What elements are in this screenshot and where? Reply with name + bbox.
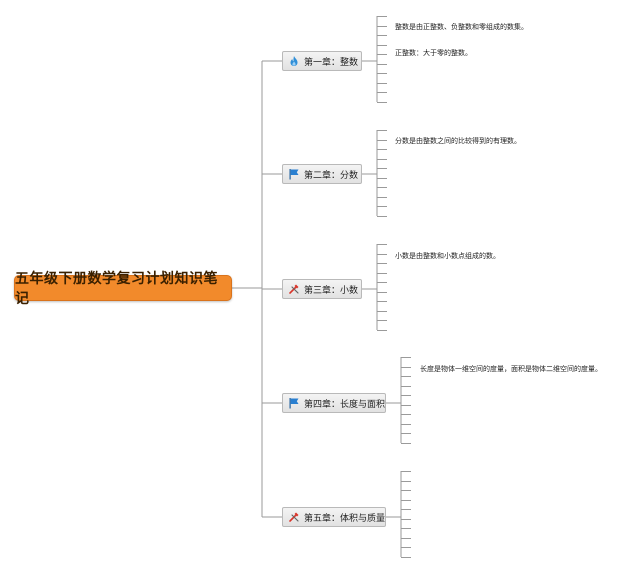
chapter-label: 第五章：体积与质量 [304, 513, 386, 524]
flag-icon [288, 397, 300, 409]
chapter-node-1[interactable]: 第一章：整数 [282, 51, 362, 71]
root-topic-label: 五年级下册数学复习计划知识笔记 [15, 271, 218, 307]
tools-icon [288, 283, 300, 295]
chapter-label: 第二章：分数 [304, 170, 359, 181]
note-text: 小数是由整数和小数点组成的数。 [395, 252, 500, 260]
note-text: 正整数：大于零的整数。 [395, 49, 472, 57]
note-text: 长度是物体一维空间的度量，面积是物体二维空间的度量。 [420, 365, 602, 373]
chapter-node-3[interactable]: 第三章：小数 [282, 279, 362, 299]
note-text: 分数是由整数之间的比较得到的有理数。 [395, 137, 521, 145]
note-text: 整数是由正整数、负整数和零组成的数集。 [395, 23, 528, 31]
chapter-node-5[interactable]: 第五章：体积与质量 [282, 507, 386, 527]
chapter-label: 第一章：整数 [304, 57, 359, 68]
chapter-label: 第三章：小数 [304, 285, 359, 296]
chapter-label: 第四章：长度与面积 [304, 399, 386, 410]
flame-icon [288, 55, 300, 67]
chapter-node-2[interactable]: 第二章：分数 [282, 164, 362, 184]
tools-icon [288, 511, 300, 523]
flag-icon [288, 168, 300, 180]
chapter-node-4[interactable]: 第四章：长度与面积 [282, 393, 386, 413]
root-topic[interactable]: 五年级下册数学复习计划知识笔记 [14, 271, 232, 307]
